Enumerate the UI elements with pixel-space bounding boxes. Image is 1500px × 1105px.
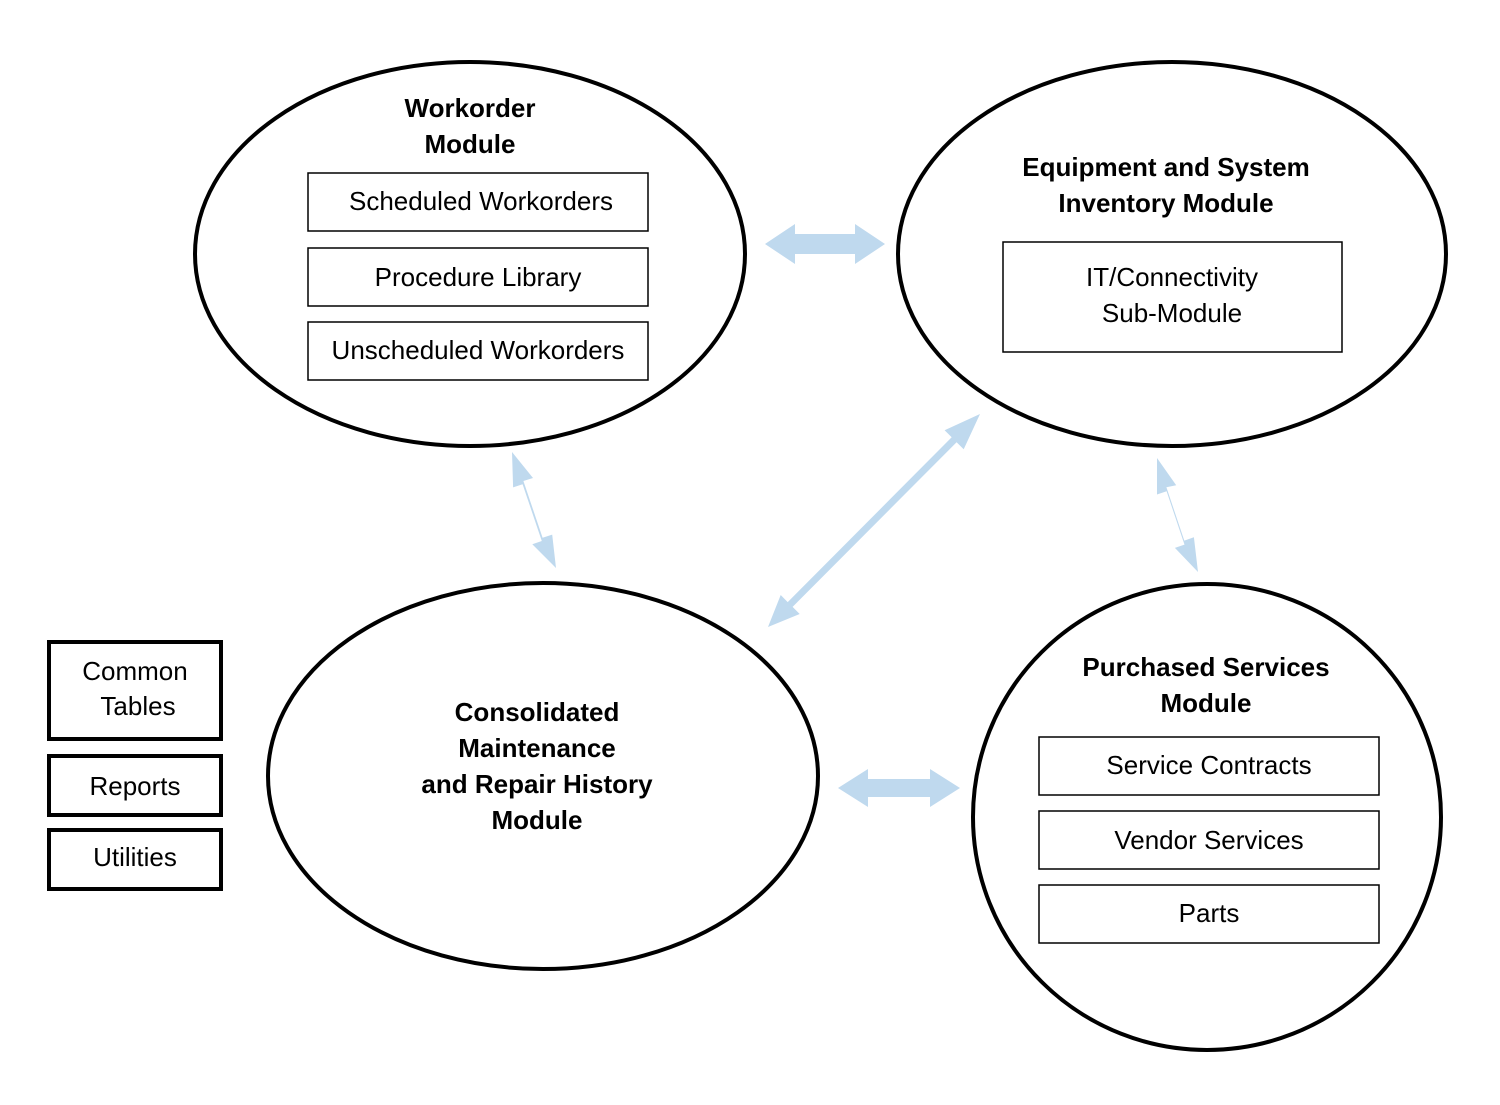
submodule-box (307, 172, 649, 232)
equipment-module-title-line-1: Equipment and System (1022, 152, 1310, 182)
submodule-label: Vendor Services (1114, 825, 1303, 855)
workorder-module-title-line-1: Workorder (405, 93, 536, 123)
workorder-module[interactable]: Workorder Module Scheduled Workorders Pr… (193, 60, 747, 448)
submodule-label: Service Contracts (1106, 750, 1311, 780)
submodule-procedure-library[interactable]: Procedure Library (307, 247, 649, 307)
common-tables-outline (47, 640, 223, 741)
connectors (512, 224, 1198, 807)
submodule-label: Scheduled Workorders (349, 186, 613, 216)
common-tables-label-line-1: Common (82, 656, 187, 686)
arrow-equipment-purchased (1157, 458, 1198, 572)
common-tables-label-line-2: Tables (100, 691, 175, 721)
workorder-module-title-line-2: Module (425, 129, 516, 159)
reports-box[interactable]: Reports (47, 754, 223, 817)
utilities-label: Utilities (93, 842, 177, 872)
submodule-label: Procedure Library (375, 262, 582, 292)
purchased-module-title-line-2: Module (1161, 688, 1252, 718)
side-panel: Common Tables Reports Utilities (47, 640, 223, 891)
submodule-it-connectivity[interactable]: IT/Connectivity Sub-Module (1002, 241, 1343, 353)
equipment-module-title-line-2: Inventory Module (1058, 188, 1273, 218)
arrow-history-equipment (768, 414, 980, 627)
submodule-label: Unscheduled Workorders (332, 335, 625, 365)
arrow-history-purchased (838, 769, 960, 807)
submodule-box (1038, 884, 1380, 944)
equipment-inventory-module[interactable]: Equipment and System Inventory Module IT… (896, 60, 1448, 448)
reports-outline (47, 754, 223, 817)
submodule-box (307, 321, 649, 381)
utilities-box[interactable]: Utilities (47, 828, 223, 891)
submodule-label: Parts (1179, 898, 1240, 928)
history-module-title-line-2: Maintenance (458, 733, 616, 763)
submodule-label-line-2: Sub-Module (1102, 298, 1242, 328)
submodule-box (1038, 736, 1380, 796)
common-tables-box[interactable]: Common Tables (47, 640, 223, 741)
arrow-workorder-history (512, 452, 556, 568)
submodule-unscheduled-workorders[interactable]: Unscheduled Workorders (307, 321, 649, 381)
submodule-box (1002, 241, 1343, 353)
submodule-vendor-services[interactable]: Vendor Services (1038, 810, 1380, 870)
submodule-box (307, 247, 649, 307)
history-module-title-line-3: and Repair History (421, 769, 653, 799)
submodule-service-contracts[interactable]: Service Contracts (1038, 736, 1380, 796)
utilities-outline (47, 828, 223, 891)
purchased-services-module[interactable]: Purchased Services Module Service Contra… (971, 582, 1443, 1052)
history-module[interactable]: Consolidated Maintenance and Repair Hist… (266, 581, 820, 971)
submodule-scheduled-workorders[interactable]: Scheduled Workorders (307, 172, 649, 232)
submodule-parts[interactable]: Parts (1038, 884, 1380, 944)
submodule-label-line-1: IT/Connectivity (1086, 262, 1258, 292)
reports-label: Reports (89, 771, 180, 801)
history-module-outline (266, 581, 820, 971)
purchased-module-title-line-1: Purchased Services (1082, 652, 1329, 682)
history-module-title-line-4: Module (492, 805, 583, 835)
submodule-box (1038, 810, 1380, 870)
arrow-workorder-equipment (765, 224, 885, 264)
history-module-title-line-1: Consolidated (455, 697, 620, 727)
